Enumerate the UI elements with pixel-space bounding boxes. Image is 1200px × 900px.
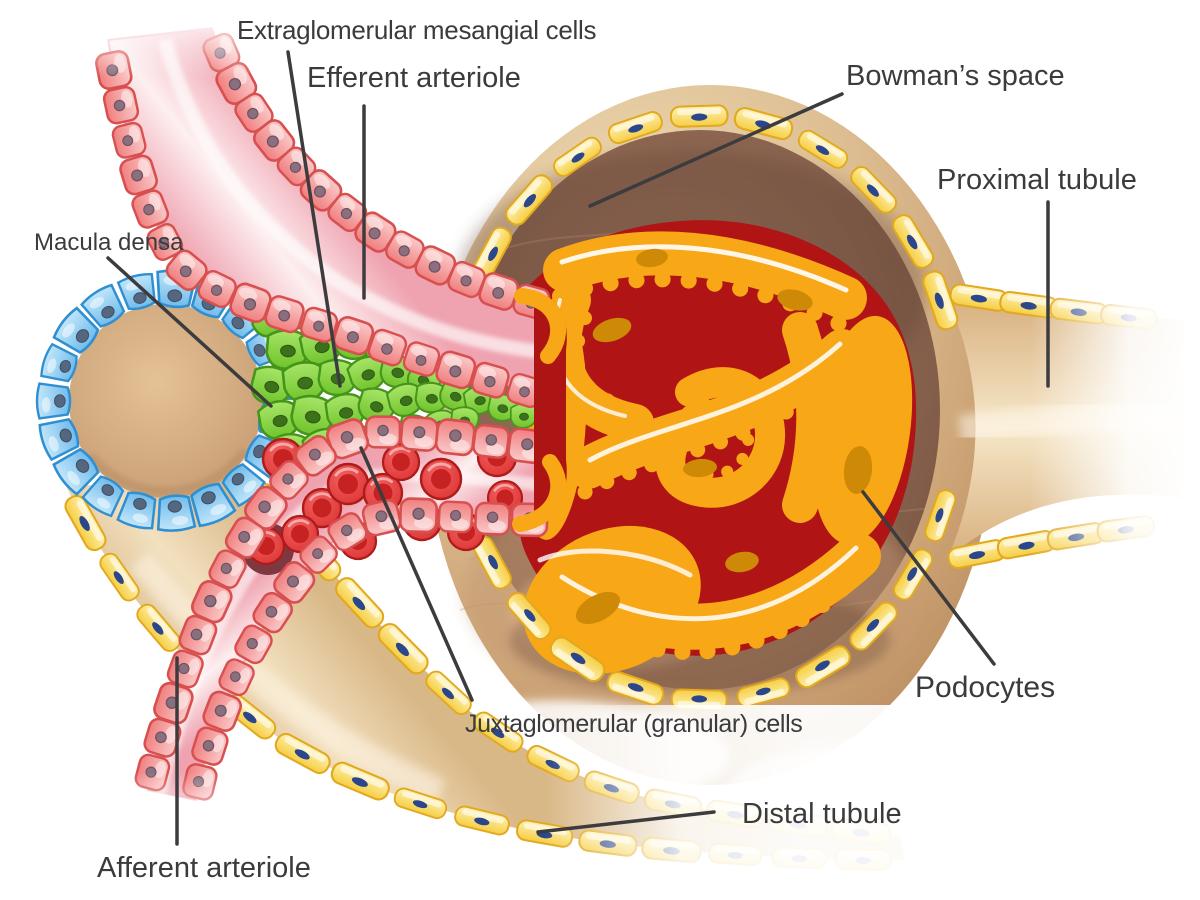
leader-bowmans (588, 92, 844, 208)
efferent-wall-cell (101, 84, 141, 127)
leader-distal (536, 810, 716, 834)
afferent-wall-cell (398, 497, 439, 534)
label-extraglomerular-mesangial-cells: Extraglomerular mesangial cells (237, 15, 596, 45)
podocyte-ruffles (552, 271, 860, 660)
juxtaglomerular-cell (433, 417, 477, 458)
juxtaglomerular-cell (364, 415, 402, 449)
red-blood-cell (419, 457, 463, 501)
efferent-arteriole (93, 26, 553, 411)
label-bowmans-space: Bowman’s space (846, 60, 1065, 92)
afferent-wall-cell (437, 500, 474, 534)
label-macula-densa: Macula densa (34, 229, 184, 256)
leader-extraglomerular (286, 50, 342, 388)
leader-lines (106, 50, 1050, 846)
afferent-wall-cell (473, 501, 512, 536)
afferent-arteriole (132, 415, 550, 803)
macula-densa-cell (35, 382, 72, 420)
label-afferent-arteriole: Afferent arteriole (97, 852, 311, 884)
vascular-pole (512, 288, 567, 532)
leader-juxtaglomerular (359, 446, 474, 702)
edge-fades (80, 12, 1200, 897)
label-podocytes: Podocytes (915, 671, 1055, 704)
capsule-cell (669, 104, 729, 129)
juxtaglomerular-cell (399, 415, 440, 453)
label-distal-tubule: Distal tubule (742, 798, 902, 830)
leader-macula (106, 256, 273, 408)
macula-densa-cell (154, 493, 197, 534)
label-proximal-tubule: Proximal tubule (937, 164, 1137, 196)
juxtaglomerular-cell (471, 422, 511, 460)
labels: Extraglomerular mesangial cells Efferent… (34, 15, 1137, 884)
label-juxtaglomerular-cells: Juxtaglomerular (granular) cells (465, 710, 802, 738)
leader-podocytes (861, 490, 996, 666)
label-efferent-arteriole: Efferent arteriole (307, 62, 521, 94)
efferent-wall-cell (109, 120, 149, 161)
red-blood-cell (326, 462, 370, 506)
